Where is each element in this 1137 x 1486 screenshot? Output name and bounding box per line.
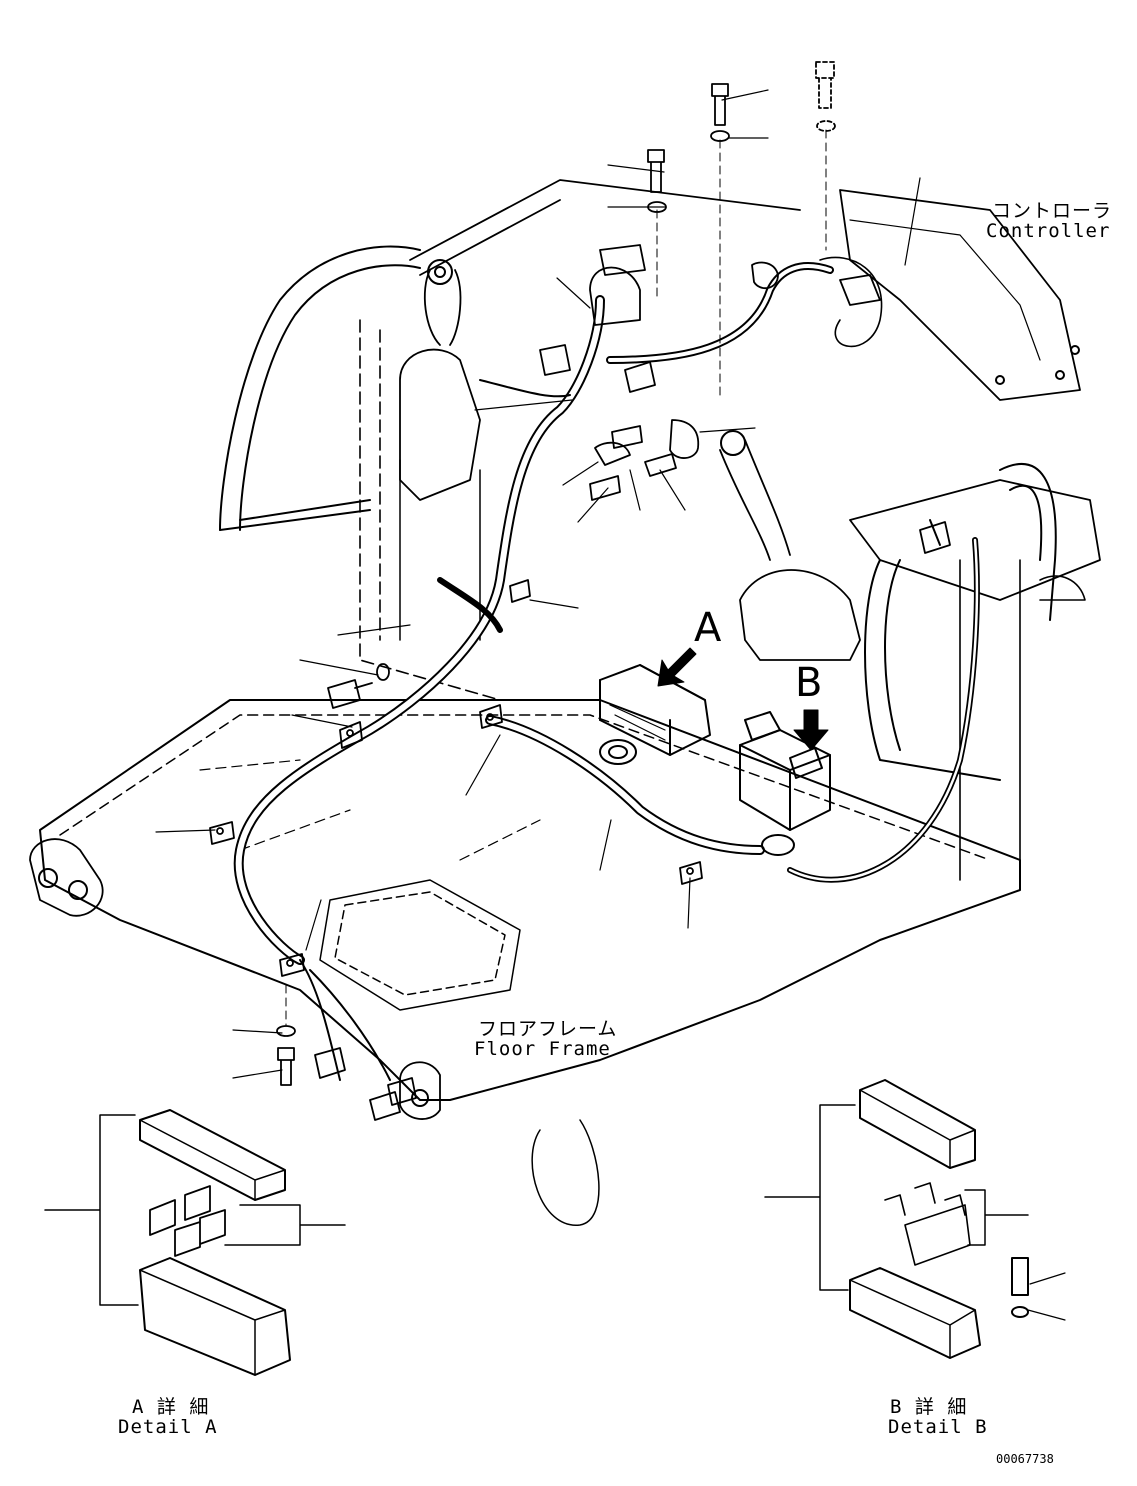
detail-a-parts bbox=[44, 1109, 346, 1376]
callout-arrows bbox=[657, 647, 829, 751]
relay-box-a bbox=[599, 664, 711, 765]
controller-unit bbox=[819, 189, 1081, 401]
floor-frame-label-jp: フロアフレーム bbox=[478, 1018, 618, 1040]
callout-a-label: A bbox=[694, 605, 722, 651]
detail-b-label-jp: B 詳 細 bbox=[890, 1396, 968, 1418]
floor-frame-label-en: Floor Frame bbox=[474, 1038, 611, 1060]
right-console bbox=[719, 430, 1101, 661]
drawing-number: 00067738 bbox=[996, 1452, 1054, 1466]
detail-a-label-en: Detail A bbox=[118, 1416, 218, 1438]
floor-frame bbox=[29, 699, 1021, 1226]
controller-label-en: Controller bbox=[986, 220, 1111, 242]
detail-a-label-jp: A 詳 細 bbox=[132, 1396, 210, 1418]
detail-b-label-en: Detail B bbox=[888, 1416, 988, 1438]
detail-b-parts bbox=[764, 1079, 1029, 1359]
left-console bbox=[399, 259, 481, 641]
wiring-harness bbox=[233, 262, 980, 1081]
connectors bbox=[314, 244, 951, 1121]
bolts-and-washers bbox=[276, 61, 836, 1086]
fuse-box-b bbox=[739, 711, 831, 856]
callout-b-label: B bbox=[795, 660, 823, 706]
clamps bbox=[209, 419, 703, 977]
cab-frame bbox=[219, 179, 1086, 891]
leader-lines bbox=[155, 89, 1066, 1321]
controller-label-jp: コントローラ bbox=[992, 200, 1113, 222]
